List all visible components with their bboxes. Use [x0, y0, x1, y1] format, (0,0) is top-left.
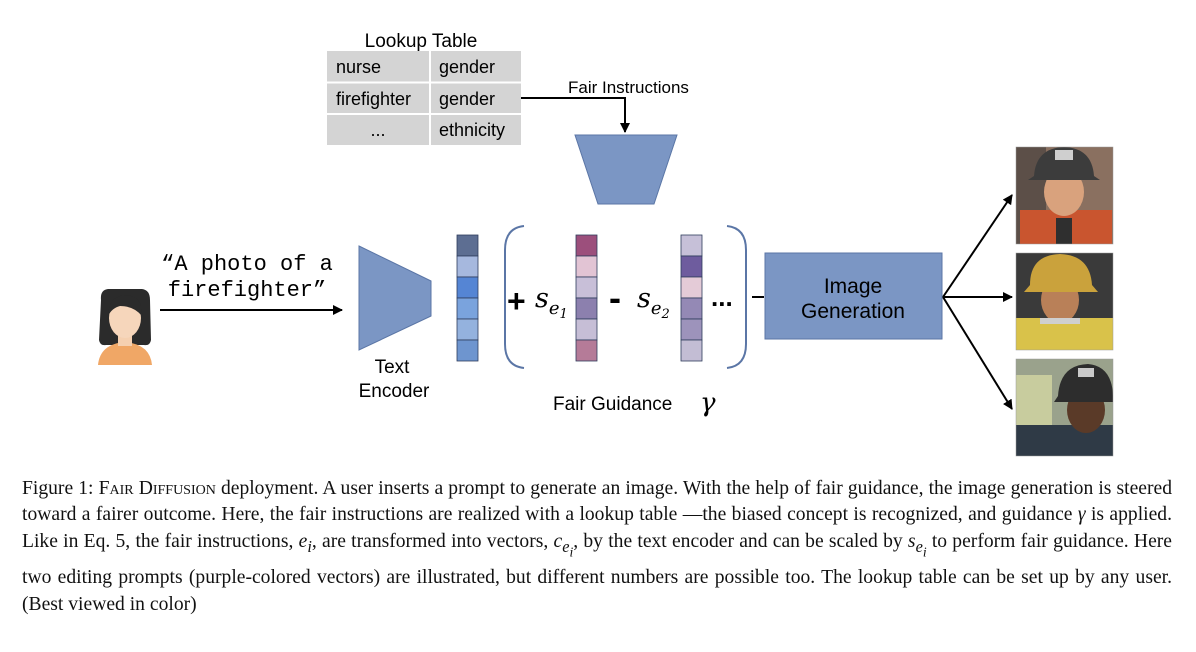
text-encoder-label: Encoder	[359, 381, 430, 402]
vector-cell	[680, 255, 703, 278]
fair-instructions-label: Fair Instructions	[568, 78, 689, 97]
vector-cell	[575, 297, 598, 320]
caption-text: into vectors,	[451, 530, 549, 552]
plus-sign: +	[507, 283, 526, 319]
guidance-vector-e1	[575, 234, 598, 362]
output-arrow	[942, 296, 1013, 410]
vector-cell	[680, 339, 703, 362]
vector-cell	[456, 318, 479, 341]
lookup-cell: firefighter	[336, 89, 411, 109]
vector-cell	[680, 297, 703, 320]
text-encoder-shape	[358, 245, 432, 351]
lookup-table-title: Lookup Table	[365, 31, 478, 52]
minus-sign: -	[609, 277, 621, 318]
fair-diffusion-diagram: Lookup Table nurse gender firefighter ge…	[98, 31, 1114, 457]
lookup-cell: gender	[439, 89, 495, 109]
vector-cell	[456, 339, 479, 362]
caption-text: —the biased concept is recognized, and g…	[682, 504, 1073, 526]
caption-text: the image generation is steered toward a…	[22, 478, 1172, 526]
vector-cell	[575, 255, 598, 278]
left-parenthesis	[504, 225, 525, 369]
right-parenthesis	[726, 225, 747, 369]
vector-cell	[456, 276, 479, 299]
image-generation-block	[764, 252, 943, 340]
vector-cell	[575, 276, 598, 299]
caption-text: to perform fair guidance. Here two editi…	[22, 530, 1172, 589]
guidance-vector-e2	[680, 234, 703, 362]
lookup-table: Lookup Table nurse gender firefighter ge…	[327, 31, 521, 145]
vector-cell	[680, 276, 703, 299]
image-generation-label: Image	[824, 275, 882, 298]
caption-text: deployment. A user inserts a prompt to g…	[220, 478, 924, 499]
vector-cell	[575, 339, 598, 362]
lookup-cell: ...	[370, 120, 385, 140]
vector-cell	[575, 234, 598, 257]
firefighter-portrait-3	[1016, 359, 1113, 456]
firefighter-portrait-1	[1016, 147, 1113, 244]
figure-caption: Figure 1: Fair Diffusion deployment. A u…	[22, 478, 1173, 615]
lookup-cell: gender	[439, 57, 495, 77]
caption-math-ei: ei	[298, 530, 312, 556]
caption-figure-label: Figure 1:	[22, 478, 94, 499]
lookup-cell: nurse	[336, 57, 381, 77]
image-generation-label: Generation	[801, 300, 905, 323]
caption-text: by the text encoder and can be scaled by	[583, 530, 903, 552]
fair-instructions-arrow: Fair Instructions	[521, 78, 689, 133]
prompt-line-1: “A photo of a	[161, 252, 333, 277]
firefighter-portrait-2	[1016, 253, 1113, 350]
user-avatar-icon	[98, 289, 152, 365]
vector-cell	[456, 297, 479, 320]
caption-text: are transformed	[322, 530, 446, 552]
lookup-cell: ethnicity	[439, 120, 505, 140]
output-arrow	[942, 194, 1013, 298]
vector-cell	[456, 234, 479, 257]
caption-text: user. (Best viewed in color)	[22, 567, 1172, 615]
caption-math-cei: cei	[553, 530, 574, 559]
caption-text: is applied. Like in Eq. 5, the fair inst…	[22, 504, 1173, 552]
caption-method-name: Fair Diffusion	[98, 478, 216, 499]
fair-guidance-label: Fair Guidance	[553, 394, 672, 415]
scale-term-1: se1	[535, 283, 568, 322]
vector-cell	[456, 255, 479, 278]
vector-cell	[680, 234, 703, 257]
caption-math-sei: sei	[907, 530, 927, 559]
instruction-encoder-shape	[574, 134, 678, 205]
ellipsis: ...	[711, 282, 733, 312]
gamma-symbol: γ	[700, 388, 716, 418]
vector-cell	[680, 318, 703, 341]
text-encoder-label: Text	[375, 357, 411, 378]
caption-gamma: γ	[1077, 504, 1086, 526]
prompt-line-2: firefighter”	[168, 278, 326, 303]
encoder-output-vector	[456, 234, 479, 362]
vector-cell	[575, 318, 598, 341]
scale-term-2: se2	[637, 283, 670, 322]
caption-text: (purple-colored vectors) are illustrated…	[188, 567, 1130, 589]
